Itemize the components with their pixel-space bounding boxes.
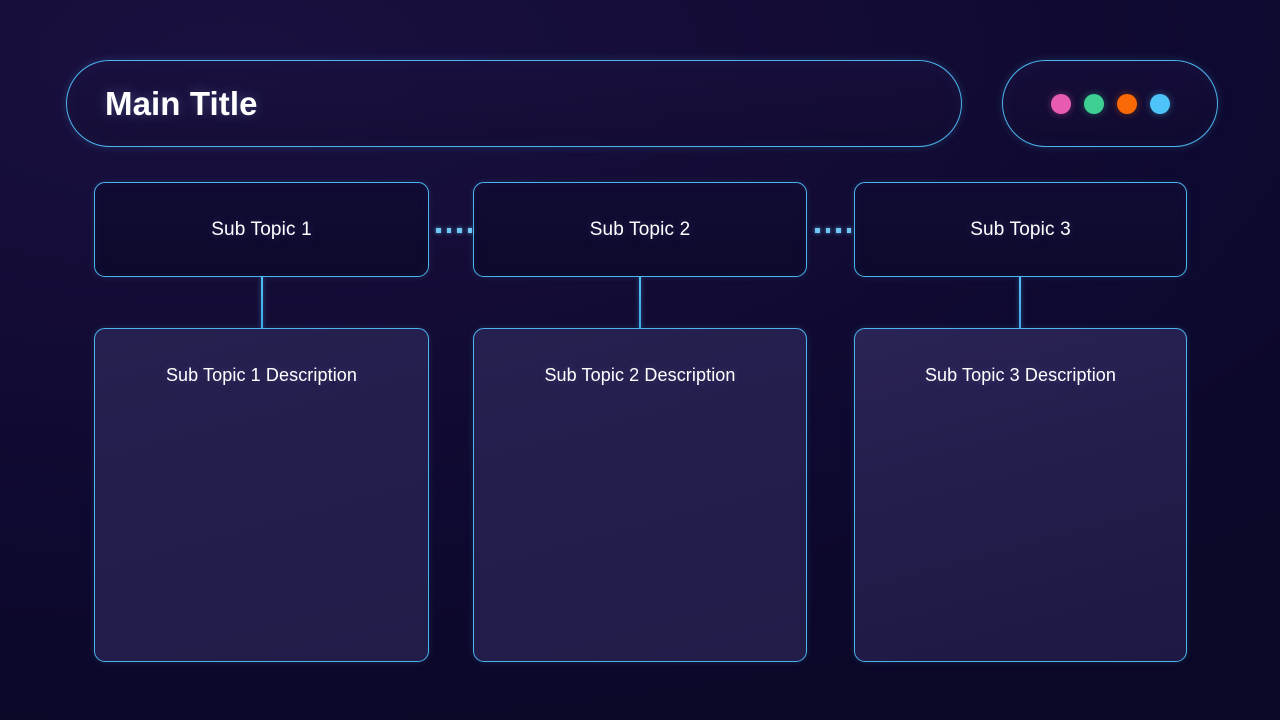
connector-dot	[815, 228, 820, 233]
connector-dot	[436, 228, 441, 233]
topic-card-3[interactable]: Sub Topic 3	[854, 182, 1187, 277]
description-card-label: Sub Topic 2 Description	[544, 365, 736, 385]
description-card-label: Sub Topic 1 Description	[165, 365, 358, 385]
topic-card-1[interactable]: Sub Topic 1	[94, 182, 429, 277]
dotted-connector-1-2	[436, 228, 472, 233]
legend-dot-orange[interactable]	[1116, 93, 1137, 114]
connector-dot	[825, 228, 830, 233]
connector-stem-3	[1019, 277, 1021, 328]
page-title: Main Title	[105, 85, 258, 122]
dotted-connector-2-3	[815, 228, 851, 233]
topic-column-1: Sub Topic 1 Sub Topic 1 Description	[94, 182, 429, 662]
connector-dot	[446, 228, 451, 233]
description-card-1[interactable]: Sub Topic 1 Description	[94, 328, 429, 662]
topic-card-label: Sub Topic 1	[211, 218, 312, 240]
main-title-card[interactable]: Main Title	[66, 60, 962, 147]
legend-dot-pink[interactable]	[1050, 93, 1071, 114]
legend-card[interactable]	[1002, 60, 1218, 147]
topic-column-3: Sub Topic 3 Sub Topic 3 Description	[854, 182, 1187, 662]
description-card-2[interactable]: Sub Topic 2 Description	[473, 328, 807, 662]
connector-dot	[467, 228, 472, 233]
legend-dot-blue[interactable]	[1149, 93, 1170, 114]
topic-card-2[interactable]: Sub Topic 2	[473, 182, 807, 277]
connector-dot	[836, 228, 841, 233]
topic-column-2: Sub Topic 2 Sub Topic 2 Description	[473, 182, 807, 662]
description-card-3[interactable]: Sub Topic 3 Description	[854, 328, 1187, 662]
connector-dot	[846, 228, 851, 233]
connector-stem-2	[639, 277, 641, 328]
description-card-label: Sub Topic 3 Description	[924, 365, 1117, 385]
connector-stem-1	[261, 277, 263, 328]
connector-dot	[457, 228, 462, 233]
topic-card-label: Sub Topic 2	[589, 218, 691, 240]
header-row: Main Title	[0, 0, 1280, 160]
legend-dot-green[interactable]	[1083, 93, 1104, 114]
topic-card-label: Sub Topic 3	[970, 218, 1071, 240]
